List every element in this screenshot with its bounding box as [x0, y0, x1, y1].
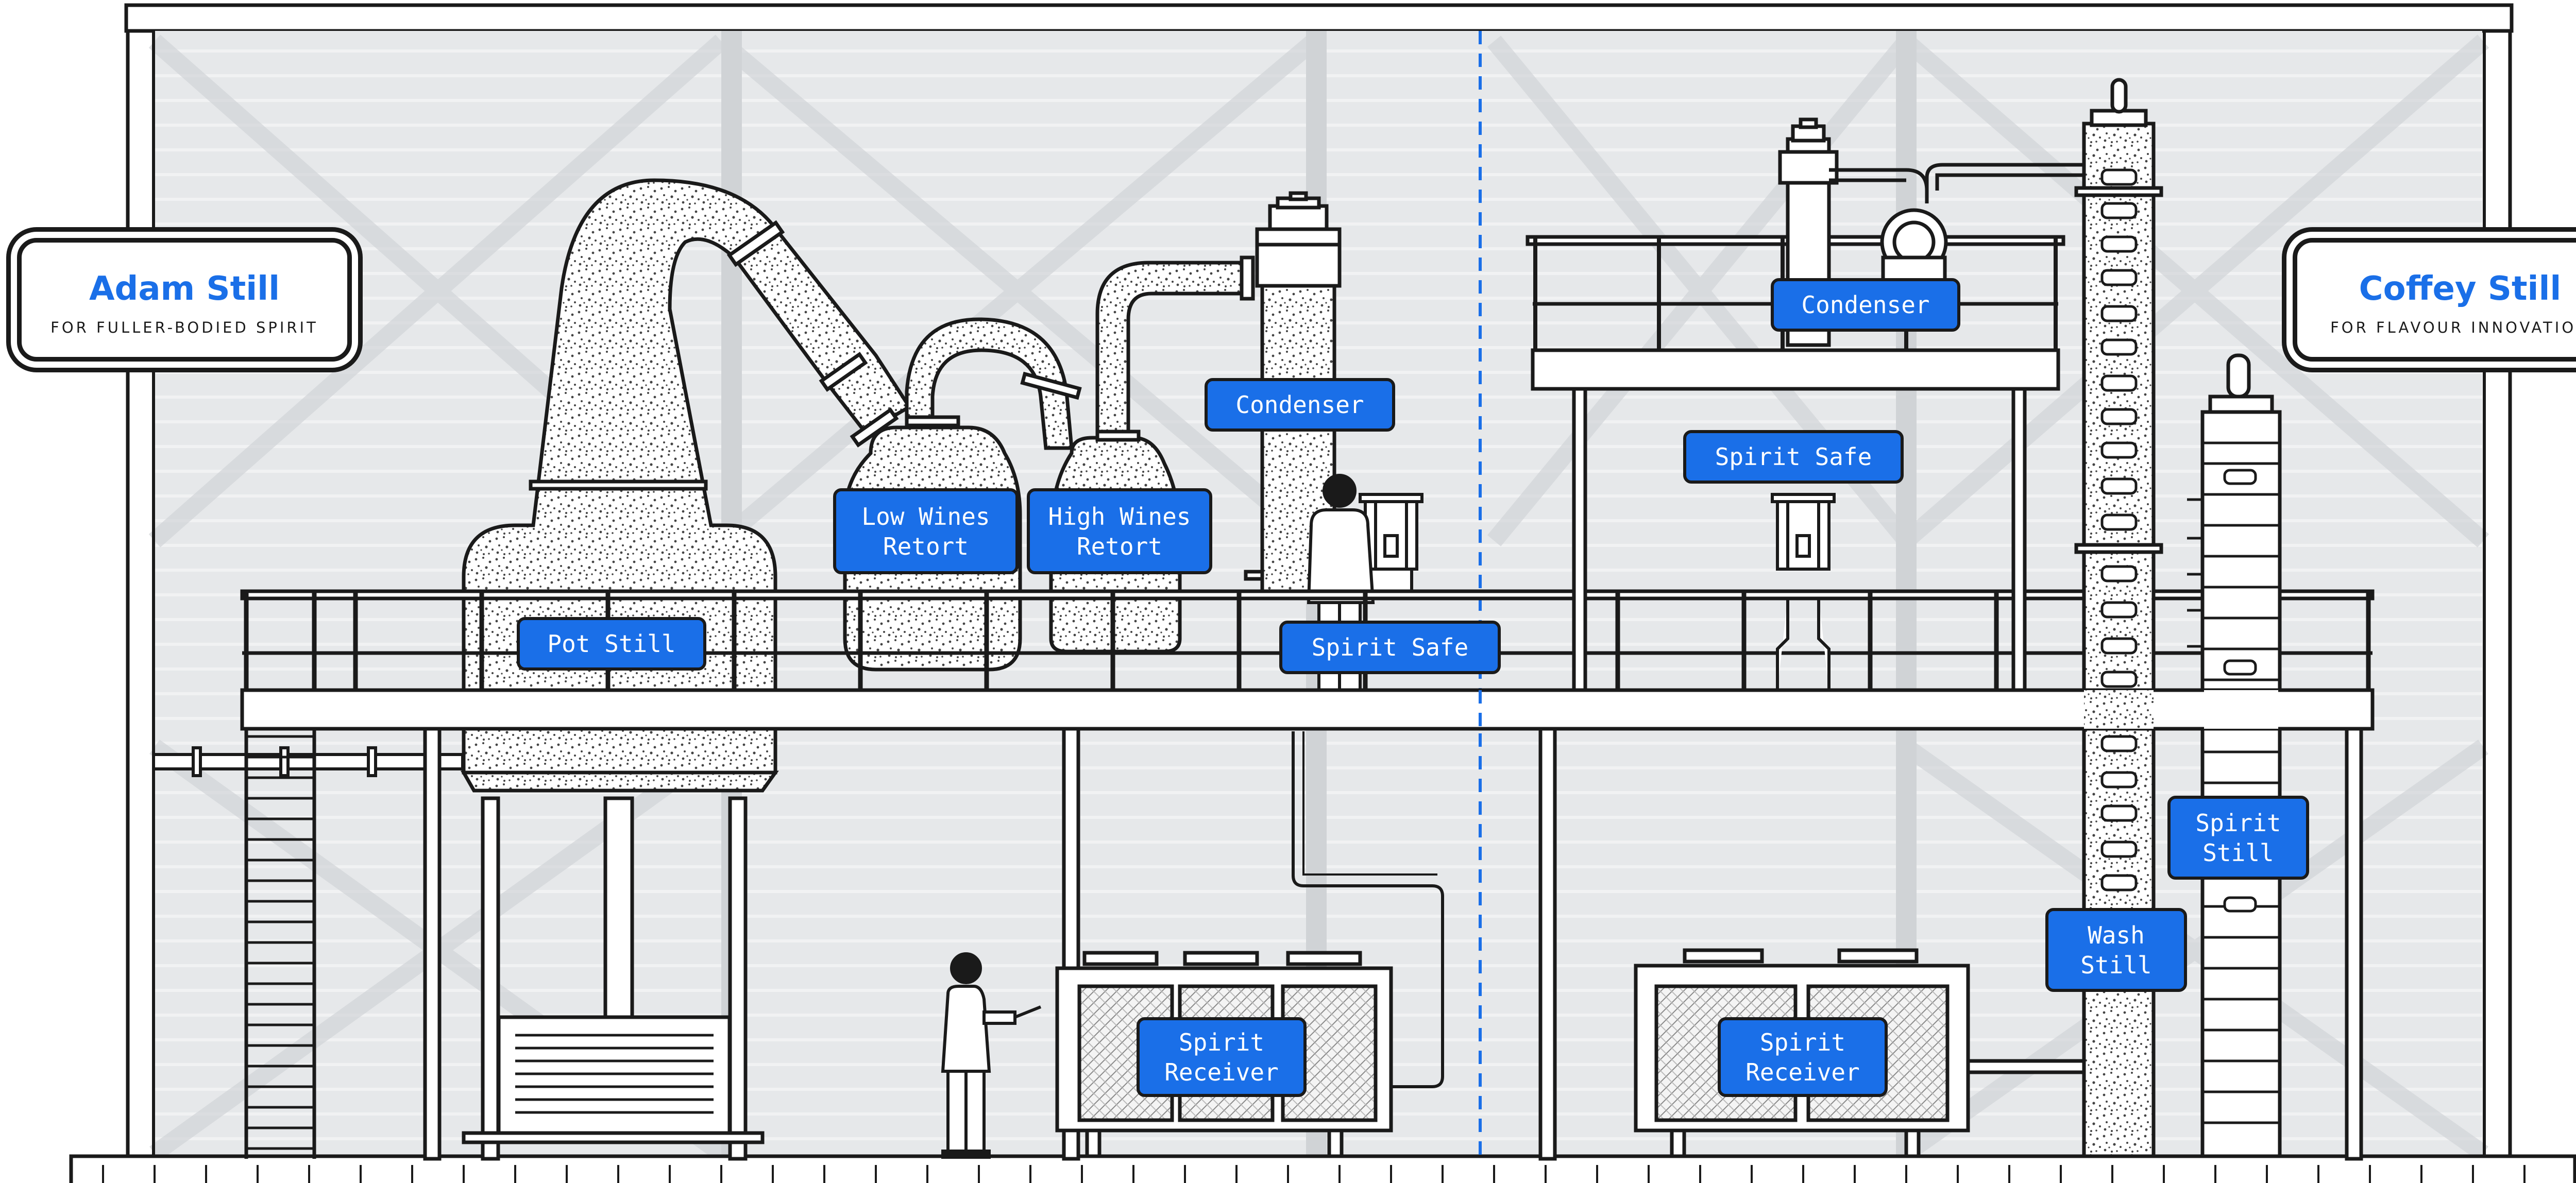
wash-still-label: Wash Still [2045, 908, 2187, 992]
right-spirit-safe-label: Spirit Safe [1683, 430, 1904, 484]
high-wines-retort-label: High Wines Retort [1027, 488, 1212, 574]
spirit-still-column [2187, 353, 2282, 1158]
right-spirit-receiver-label: Spirit Receiver [1718, 1017, 1888, 1097]
left-spirit-safe-label: Spirit Safe [1279, 621, 1501, 674]
adam-still-subtitle: FOR FULLER-BODIED SPIRIT [50, 319, 318, 336]
coffey-still-panel: Coffey Still FOR FLAVOUR INNOVATION [2293, 238, 2576, 362]
low-wines-retort-label: Low Wines Retort [833, 488, 1019, 574]
pot-still-stand [462, 796, 765, 1161]
coffey-still-subtitle: FOR FLAVOUR INNOVATION [2330, 319, 2576, 336]
ladder [244, 690, 316, 1159]
left-spirit-receiver-label: Spirit Receiver [1137, 1017, 1307, 1097]
coffey-still-title: Coffey Still [2359, 270, 2562, 308]
spirit-still-label: Spirit Still [2167, 796, 2309, 880]
gantry-front-rail [240, 688, 2375, 731]
adam-still-panel: Adam Still FOR FULLER-BODIED SPIRIT [17, 238, 352, 362]
right-condenser-label: Condenser [1771, 278, 1960, 332]
adam-still-title: Adam Still [89, 270, 280, 308]
right-spirit-safe [1771, 493, 1836, 690]
wash-still-column [2074, 78, 2163, 1158]
pot-still-label: Pot Still [517, 617, 706, 671]
operator-figure-floor [941, 952, 1042, 1159]
left-condenser-label: Condenser [1205, 378, 1395, 432]
